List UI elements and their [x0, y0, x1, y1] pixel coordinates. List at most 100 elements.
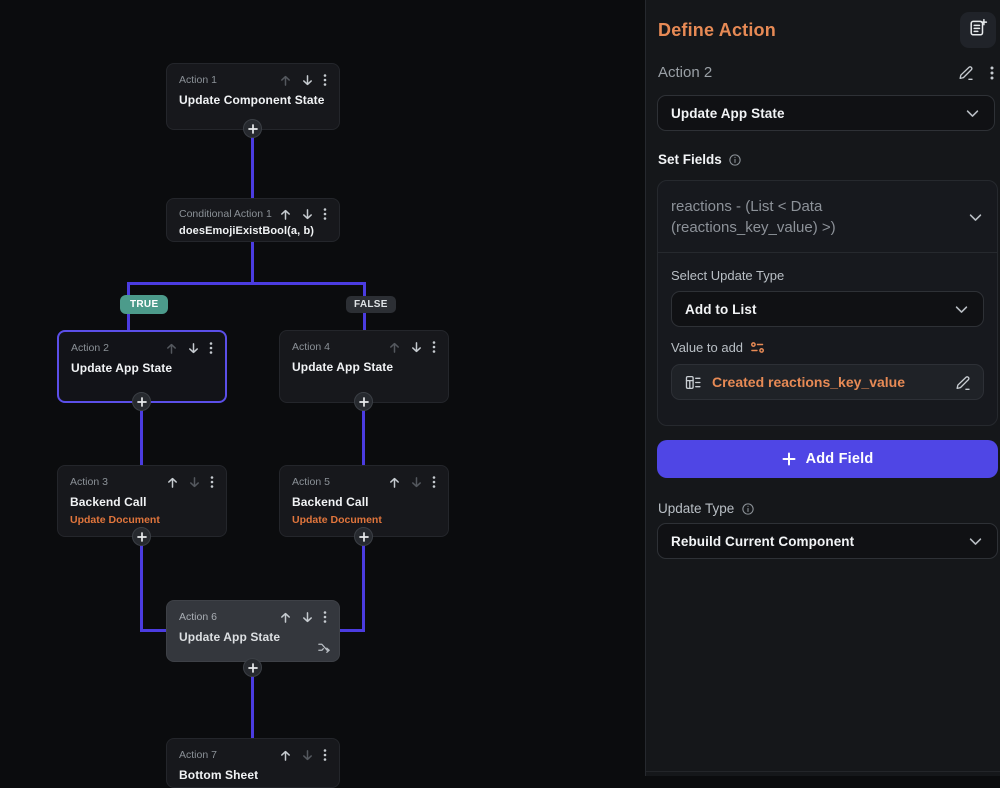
panel-divider	[645, 0, 646, 776]
value-chip[interactable]: Created reactions_key_value	[671, 364, 984, 400]
action-type-dropdown[interactable]: Update App State	[657, 95, 995, 131]
add-action-button[interactable]	[132, 527, 151, 546]
action-header-row: Action 2	[658, 64, 994, 81]
move-down-icon[interactable]	[410, 476, 423, 489]
move-up-icon[interactable]	[166, 476, 179, 489]
add-action-button[interactable]	[132, 392, 151, 411]
node-conditional-action-1[interactable]: Conditional Action 1 doesEmojiExistBool(…	[166, 198, 340, 242]
add-action-button[interactable]	[354, 392, 373, 411]
connector-merge-right	[339, 629, 365, 632]
set-fields-text: Set Fields	[658, 152, 722, 167]
add-field-label: Add Field	[805, 451, 874, 467]
data-struct-icon	[684, 374, 702, 391]
node-title: Bottom Sheet	[179, 768, 259, 782]
node-title: Update App State	[71, 361, 173, 375]
document-plus-icon	[968, 18, 988, 43]
action-menu-icon[interactable]	[990, 65, 994, 81]
node-action-5[interactable]: Action 5 Backend Call Update Document	[279, 465, 449, 537]
chevron-down-icon	[953, 301, 970, 318]
move-up-icon[interactable]	[279, 208, 292, 221]
connector-merge-left	[140, 629, 168, 632]
node-title: Update Component State	[179, 93, 325, 107]
value-chip-text: Created reactions_key_value	[712, 374, 905, 390]
update-type-section-label: Update Type	[658, 501, 755, 516]
edit-value-pencil-icon[interactable]	[954, 374, 971, 391]
node-menu-icon[interactable]	[323, 73, 327, 87]
set-fields-group: reactions - (List < Data (reactions_key_…	[657, 180, 998, 426]
move-down-icon[interactable]	[301, 74, 314, 87]
rebuild-dropdown[interactable]: Rebuild Current Component	[657, 523, 998, 559]
move-down-icon[interactable]	[188, 476, 201, 489]
branch-merge-icon[interactable]	[317, 641, 330, 654]
node-action-6[interactable]: Action 6 Update App State	[166, 600, 340, 662]
node-menu-icon[interactable]	[432, 475, 436, 489]
field-selector-value: reactions - (List < Data (reactions_key_…	[671, 198, 836, 236]
connector	[140, 398, 143, 468]
move-down-icon[interactable]	[410, 341, 423, 354]
node-subtitle: Update Document	[70, 514, 160, 526]
add-action-button[interactable]	[354, 527, 373, 546]
node-action-7[interactable]: Action 7 Bottom Sheet	[166, 738, 340, 788]
node-label: Action 3	[70, 476, 108, 488]
move-up-icon[interactable]	[388, 341, 401, 354]
node-action-4[interactable]: Action 4 Update App State	[279, 330, 449, 403]
info-icon[interactable]	[728, 153, 742, 167]
node-title: Update App State	[292, 360, 394, 374]
node-menu-icon[interactable]	[323, 748, 327, 762]
move-down-icon[interactable]	[301, 749, 314, 762]
move-down-icon[interactable]	[301, 611, 314, 624]
branch-false-badge: FALSE	[346, 296, 396, 313]
node-label: Action 2	[71, 342, 109, 354]
value-to-add-text: Value to add	[671, 340, 744, 355]
node-label: Conditional Action 1	[179, 208, 272, 220]
connector-branch	[127, 282, 366, 285]
add-action-button[interactable]	[243, 119, 262, 138]
rename-pencil-icon[interactable]	[957, 64, 974, 81]
move-down-icon[interactable]	[187, 342, 200, 355]
move-up-icon[interactable]	[279, 749, 292, 762]
connector	[140, 533, 143, 632]
node-label: Action 6	[179, 611, 217, 623]
node-label: Action 1	[179, 74, 217, 86]
action-name: Action 2	[658, 64, 713, 81]
info-icon[interactable]	[741, 502, 755, 516]
add-action-button[interactable]	[243, 658, 262, 677]
node-menu-icon[interactable]	[323, 207, 327, 221]
move-up-icon[interactable]	[279, 611, 292, 624]
node-menu-icon[interactable]	[432, 340, 436, 354]
value-to-add-label: Value to add	[671, 340, 984, 355]
update-mode-dropdown[interactable]: Add to List	[671, 291, 984, 327]
plus-icon	[782, 452, 796, 466]
chevron-down-icon	[964, 105, 981, 122]
node-title: Backend Call	[70, 495, 147, 509]
add-field-button[interactable]: Add Field	[657, 440, 998, 478]
move-up-icon[interactable]	[165, 342, 178, 355]
connector	[362, 533, 365, 632]
move-up-icon[interactable]	[388, 476, 401, 489]
chevron-down-icon	[967, 533, 984, 550]
connector	[362, 398, 365, 468]
update-type-text: Update Type	[658, 501, 735, 516]
move-up-icon[interactable]	[279, 74, 292, 87]
connector	[251, 674, 254, 740]
node-menu-icon[interactable]	[210, 475, 214, 489]
copy-action-icon-button[interactable]	[960, 12, 996, 48]
move-down-icon[interactable]	[301, 208, 314, 221]
rebuild-value: Rebuild Current Component	[671, 533, 855, 549]
node-subtitle: Update Document	[292, 514, 382, 526]
node-action-3[interactable]: Action 3 Backend Call Update Document	[57, 465, 227, 537]
set-fields-section-label: Set Fields	[658, 152, 742, 167]
node-label: Action 5	[292, 476, 330, 488]
action-flow-canvas[interactable]: Action 1 Update Component State Conditio…	[0, 0, 645, 788]
define-action-panel: Define Action Action 2 Update App State …	[646, 0, 1000, 776]
select-update-type-label: Select Update Type	[671, 268, 785, 283]
update-mode-value: Add to List	[685, 301, 757, 317]
connector	[251, 240, 254, 284]
node-menu-icon[interactable]	[323, 610, 327, 624]
field-selector-dropdown[interactable]: reactions - (List < Data (reactions_key_…	[658, 181, 997, 253]
set-variable-icon[interactable]	[750, 341, 765, 354]
panel-bottom-divider	[646, 771, 1000, 772]
node-menu-icon[interactable]	[209, 341, 213, 355]
node-label: Action 4	[292, 341, 330, 353]
action-type-value: Update App State	[671, 105, 785, 121]
